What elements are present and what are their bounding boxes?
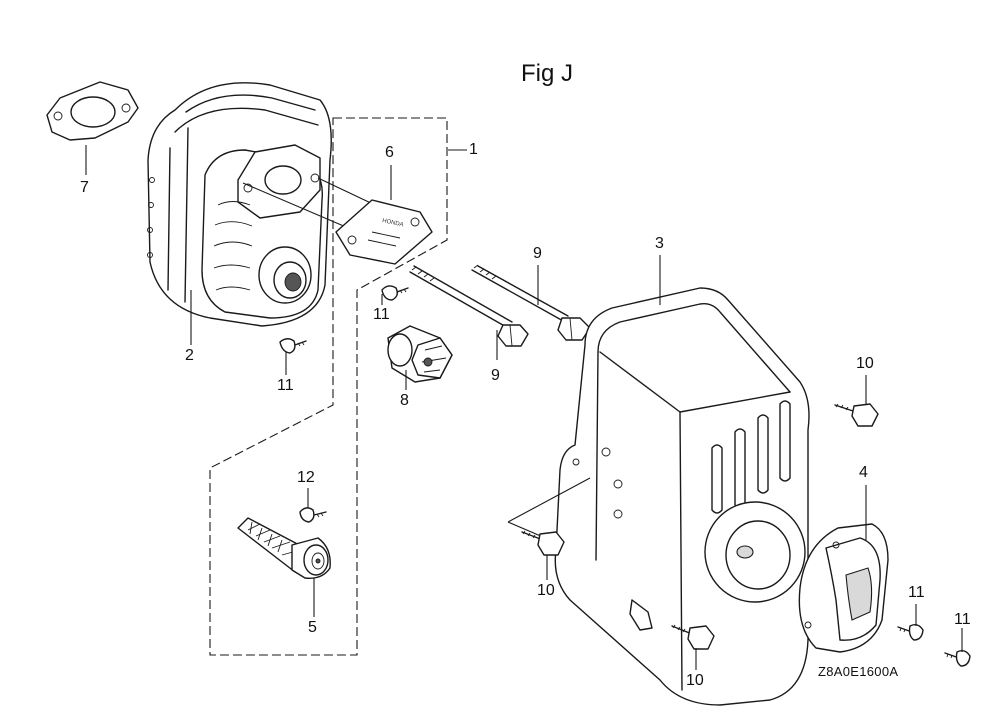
muffler-body-2 xyxy=(147,82,332,327)
callout-5: 5 xyxy=(308,619,317,636)
bolt-10-upper-right xyxy=(834,403,879,427)
callout-4: 4 xyxy=(859,464,868,481)
deflector-4 xyxy=(798,523,889,653)
spark-arrester-5 xyxy=(237,517,331,579)
diagram-reference-code: Z8A0E1600A xyxy=(818,664,899,679)
callout-6: 6 xyxy=(385,144,394,161)
screw-11-far-right xyxy=(944,649,971,667)
callout-10-bottom: 10 xyxy=(686,672,704,689)
gasket-7 xyxy=(46,81,139,141)
callout-11-upper: 11 xyxy=(373,306,390,323)
badge-plate-6: HONDA xyxy=(335,199,433,265)
screw-12 xyxy=(299,507,327,523)
callout-9-upper: 9 xyxy=(533,245,542,262)
screw-11-right xyxy=(897,623,924,641)
bolt-9-upper xyxy=(471,264,591,341)
callout-1: 1 xyxy=(469,141,478,158)
bolt-9-lower xyxy=(409,265,529,347)
callout-11-far-right: 11 xyxy=(954,611,971,628)
joint-nut-8 xyxy=(387,325,453,383)
callout-11-left: 11 xyxy=(277,377,294,394)
badge-logo-text: HONDA xyxy=(382,218,404,228)
callout-10-left: 10 xyxy=(537,582,555,599)
screw-11-upper xyxy=(381,285,409,301)
muffler-protector-3 xyxy=(554,287,810,706)
screw-11-left xyxy=(279,338,307,354)
callout-12: 12 xyxy=(297,469,315,486)
callout-10-upper-right: 10 xyxy=(856,355,874,372)
bolt-10-left xyxy=(521,530,565,556)
callout-7: 7 xyxy=(80,179,89,196)
callout-9-lower: 9 xyxy=(491,367,500,384)
assembly-bracket-1 xyxy=(209,117,448,656)
callout-2: 2 xyxy=(185,347,194,364)
callout-3: 3 xyxy=(655,235,664,252)
callout-11-right: 11 xyxy=(908,584,925,601)
bolt-10-bottom xyxy=(671,624,715,650)
callout-8: 8 xyxy=(400,392,409,409)
figure-title: Fig J xyxy=(521,60,574,87)
